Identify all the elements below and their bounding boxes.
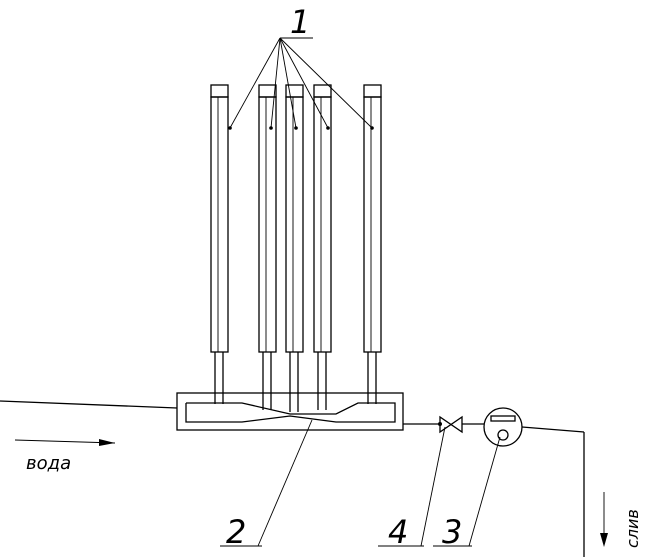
outlet-pipe <box>521 426 585 557</box>
label-outlet: слив <box>623 509 642 548</box>
piezometer-tube-5 <box>363 84 382 404</box>
leader-valve <box>420 426 446 547</box>
leader-flowmeter <box>468 436 501 547</box>
label-tubes: 1 <box>290 3 310 41</box>
valve <box>438 415 463 434</box>
venturi-meter <box>176 392 404 431</box>
piezometer-tube-1 <box>210 84 229 404</box>
piezometer-tube-3 <box>285 84 304 412</box>
label-valve: 4 <box>388 513 408 551</box>
piezometer-tube-4 <box>313 84 332 410</box>
inlet-pipe <box>0 400 440 425</box>
label-venturi: 2 <box>226 513 246 551</box>
outlet-flow-arrow <box>600 492 608 547</box>
flowmeter <box>483 407 523 447</box>
leader-venturi <box>257 419 313 547</box>
label-inlet: вода <box>26 453 71 474</box>
label-flowmeter: 3 <box>442 513 462 551</box>
inlet-flow-arrow <box>14 439 116 446</box>
leader-lines-tubes <box>228 37 374 130</box>
piezometer-tube-2 <box>258 84 277 410</box>
